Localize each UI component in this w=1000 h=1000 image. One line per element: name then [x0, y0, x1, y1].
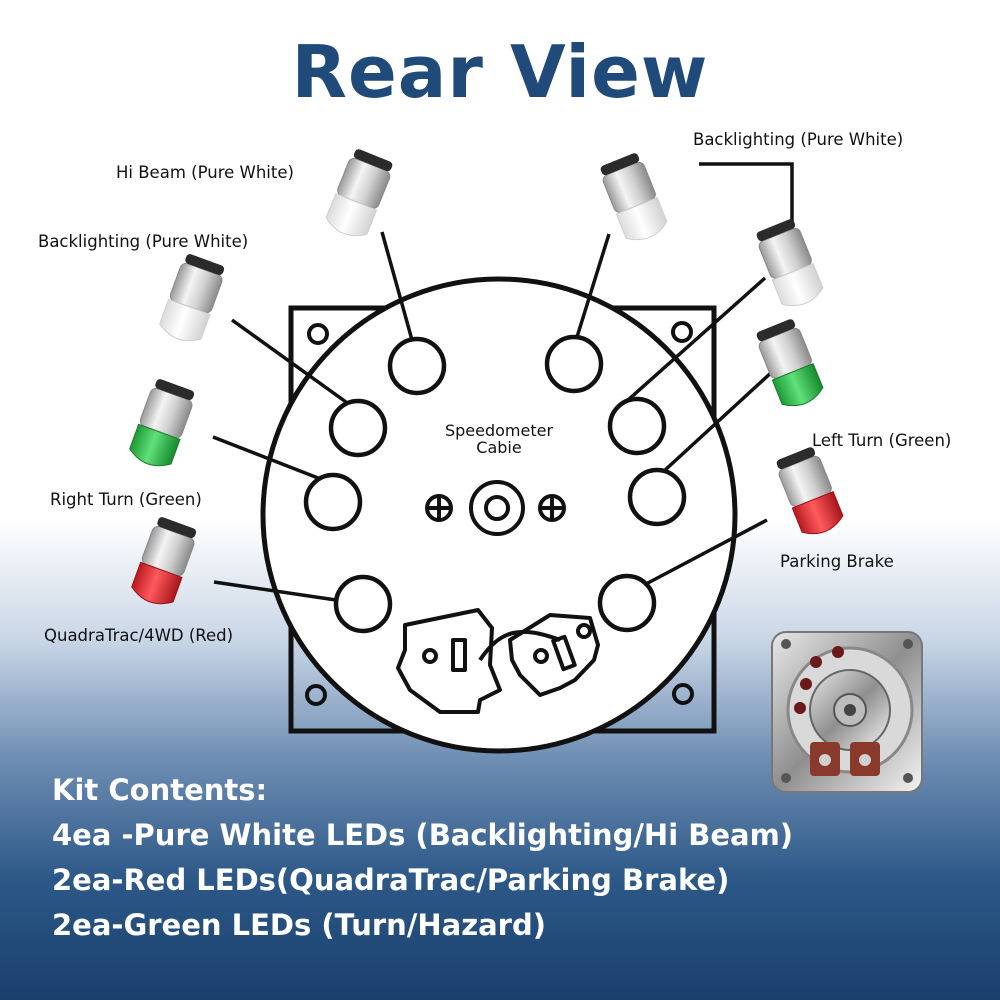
led-hi-beam-icon [325, 149, 393, 237]
led-left-turn-icon [756, 319, 824, 407]
label-backlighting-right: Backlighting (Pure White) [693, 130, 904, 149]
led-backlight-top-icon [600, 153, 668, 241]
label-left-turn: Left Turn (Green) [812, 431, 952, 450]
terminal-connectors [396, 608, 600, 714]
kit-contents: Kit Contents: 4ea -Pure White LEDs (Back… [52, 768, 793, 948]
led-parking-brake-icon [776, 447, 844, 535]
label-quadratrac: QuadraTrac/4WD (Red) [44, 626, 234, 645]
kit-line-green: 2ea-Green LEDs (Turn/Hazard) [52, 908, 546, 942]
kit-heading: Kit Contents: [52, 773, 268, 807]
led-quadratrac-icon [131, 517, 197, 605]
socket-hi-beam [387, 336, 447, 396]
label-hi-beam: Hi Beam (Pure White) [116, 163, 294, 182]
bulb-sockets [303, 334, 687, 634]
speedometer-cable-fitting [425, 480, 566, 536]
label-right-turn: Right Turn (Green) [50, 490, 202, 509]
socket-backlight-top-right [544, 334, 604, 394]
label-backlighting-left: Backlighting (Pure White) [38, 232, 249, 251]
mount-hole-top-left [307, 323, 329, 345]
led-backlight-left-icon [159, 254, 225, 342]
socket-right-turn [303, 472, 363, 532]
mount-hole-bottom-left [305, 684, 327, 706]
gauge-product-photo [771, 631, 923, 793]
socket-left-turn [627, 467, 687, 527]
mount-hole-bottom-right [672, 683, 694, 705]
terminal-left [396, 608, 502, 714]
socket-parking-brake [597, 573, 657, 633]
gauge-body [260, 276, 738, 754]
terminal-right [508, 613, 600, 697]
label-parking-brake: Parking Brake [780, 552, 894, 571]
socket-backlight-left [328, 398, 388, 458]
mount-hole-top-right [671, 321, 693, 343]
label-speedometer-cable: Speedometer Cabie [444, 421, 554, 457]
kit-line-red: 2ea-Red LEDs(QuadraTrac/Parking Brake) [52, 863, 730, 897]
socket-quadratrac [333, 574, 393, 634]
kit-line-white: 4ea -Pure White LEDs (Backlighting/Hi Be… [52, 818, 794, 852]
page-title: Rear View [291, 30, 709, 114]
led-backlight-right-icon [756, 219, 824, 307]
led-right-turn-icon [129, 379, 195, 467]
leader-lines [212, 162, 794, 602]
socket-backlight-right [607, 396, 667, 456]
